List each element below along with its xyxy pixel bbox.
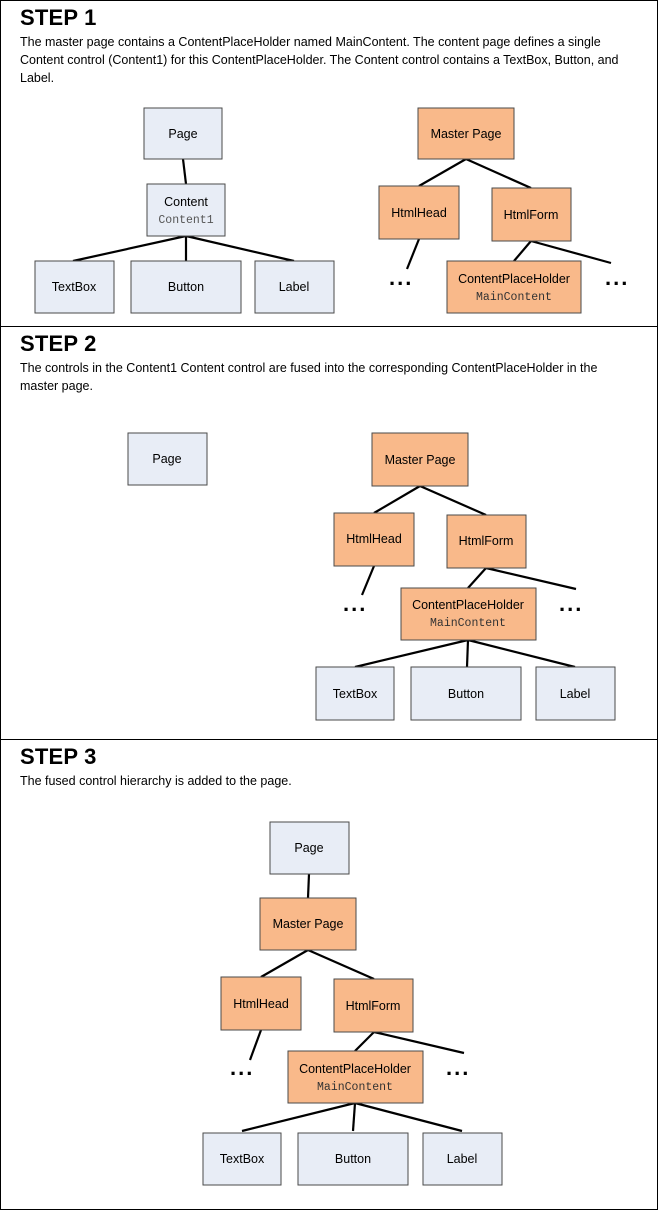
htmlform-node-label: HtmlForm: [459, 534, 514, 548]
textbox-node-label: TextBox: [220, 1152, 265, 1166]
ellipsis: ...: [559, 591, 583, 616]
edge: [260, 949, 309, 978]
label-node: Label: [535, 666, 616, 721]
button-node-label: Button: [335, 1152, 371, 1166]
ellipsis: ...: [446, 1055, 470, 1080]
edge: [373, 1030, 465, 1055]
edge: [354, 1101, 463, 1133]
step-1-description: The master page contains a ContentPlaceH…: [20, 35, 619, 85]
step-3-description: The fused control hierarchy is added to …: [20, 774, 292, 788]
step-1-panel: STEP 1 The master page contains a Conten…: [0, 0, 658, 328]
edge: [354, 638, 469, 669]
ellipsis: ...: [605, 265, 629, 290]
step-1-diagram: Page Content Content1 TextBox Button Lab…: [34, 107, 629, 314]
edge: [373, 485, 421, 514]
edge: [72, 234, 187, 263]
textbox-node: TextBox: [34, 260, 115, 314]
page-node: Page: [269, 821, 350, 875]
page-node: Page: [143, 107, 223, 160]
master-page-node: Master Page: [259, 897, 357, 951]
edge: [465, 639, 470, 668]
page-node-label: Page: [294, 841, 323, 855]
contentplaceholder-node: ContentPlaceHolder MainContent: [446, 260, 582, 314]
master-page-node-label: Master Page: [385, 453, 456, 467]
edge: [485, 566, 577, 591]
edge: [306, 873, 311, 899]
htmlhead-node-label: HtmlHead: [391, 206, 447, 220]
contentplaceholder-node-label: ContentPlaceHolder: [412, 598, 524, 612]
page-node-label: Page: [152, 452, 181, 466]
edge: [354, 1031, 375, 1052]
content-node-id: Content1: [158, 214, 213, 227]
step-3-panel: STEP 3 The fused control hierarchy is ad…: [0, 739, 658, 1210]
step-2-diagram: Page Master Page HtmlHead HtmlForm Conte…: [127, 432, 616, 721]
textbox-node: TextBox: [202, 1132, 282, 1186]
edge: [181, 158, 188, 185]
step-1-title: STEP 1: [20, 5, 97, 30]
page-node: Page: [127, 432, 208, 486]
edge: [513, 240, 532, 262]
button-node-label: Button: [168, 280, 204, 294]
contentplaceholder-node-id: MainContent: [317, 1081, 393, 1094]
htmlform-node-label: HtmlForm: [346, 999, 401, 1013]
content-node-label: Content: [164, 195, 208, 209]
step-3-diagram: Page Master Page HtmlHead HtmlForm Conte…: [202, 821, 503, 1186]
edge: [467, 638, 576, 669]
button-node: Button: [130, 260, 242, 314]
step-2-description: The controls in the Content1 Content con…: [20, 361, 598, 393]
edge: [465, 157, 532, 190]
step-3-title: STEP 3: [20, 744, 97, 769]
edge: [351, 1102, 357, 1132]
edge: [467, 567, 487, 589]
htmlhead-node: HtmlHead: [378, 185, 460, 240]
button-node: Button: [297, 1132, 409, 1186]
edge: [419, 484, 487, 517]
textbox-node-label: TextBox: [333, 687, 378, 701]
page-node-label: Page: [168, 127, 197, 141]
ellipsis: ...: [389, 265, 413, 290]
edge: [530, 239, 612, 265]
contentplaceholder-node-label: ContentPlaceHolder: [458, 272, 570, 286]
master-page-node: Master Page: [371, 432, 469, 487]
htmlhead-node-label: HtmlHead: [233, 997, 289, 1011]
button-node-label: Button: [448, 687, 484, 701]
ellipsis: ...: [230, 1055, 254, 1080]
label-node-label: Label: [279, 280, 310, 294]
htmlhead-node-label: HtmlHead: [346, 532, 402, 546]
textbox-node-label: TextBox: [52, 280, 97, 294]
htmlhead-node: HtmlHead: [333, 512, 415, 567]
label-node-label: Label: [447, 1152, 478, 1166]
contentplaceholder-node: ContentPlaceHolder MainContent: [287, 1050, 424, 1104]
content-node: Content Content1: [146, 183, 226, 237]
htmlform-node: HtmlForm: [491, 187, 572, 242]
master-page-node-label: Master Page: [431, 127, 502, 141]
contentplaceholder-node-id: MainContent: [430, 617, 506, 630]
contentplaceholder-node-id: MainContent: [476, 291, 552, 304]
button-node: Button: [410, 666, 522, 721]
edge: [185, 234, 295, 263]
edge: [360, 565, 376, 596]
edge: [418, 158, 467, 187]
htmlhead-node: HtmlHead: [220, 976, 302, 1031]
master-page-node: Master Page: [417, 107, 515, 160]
htmlform-node: HtmlForm: [446, 514, 527, 569]
edge: [307, 948, 375, 981]
edge: [241, 1101, 356, 1133]
step-2-panel: STEP 2 The controls in the Content1 Cont…: [0, 326, 658, 741]
edge: [405, 238, 421, 270]
label-node: Label: [422, 1132, 503, 1186]
htmlform-node-label: HtmlForm: [504, 208, 559, 222]
contentplaceholder-node: ContentPlaceHolder MainContent: [400, 587, 537, 641]
master-page-node-label: Master Page: [273, 917, 344, 931]
contentplaceholder-node-label: ContentPlaceHolder: [299, 1062, 411, 1076]
ellipsis: ...: [343, 591, 367, 616]
step-2-title: STEP 2: [20, 331, 97, 356]
label-node-label: Label: [560, 687, 591, 701]
htmlform-node: HtmlForm: [333, 978, 414, 1033]
textbox-node: TextBox: [315, 666, 395, 721]
edge: [248, 1029, 263, 1061]
label-node: Label: [254, 260, 335, 314]
